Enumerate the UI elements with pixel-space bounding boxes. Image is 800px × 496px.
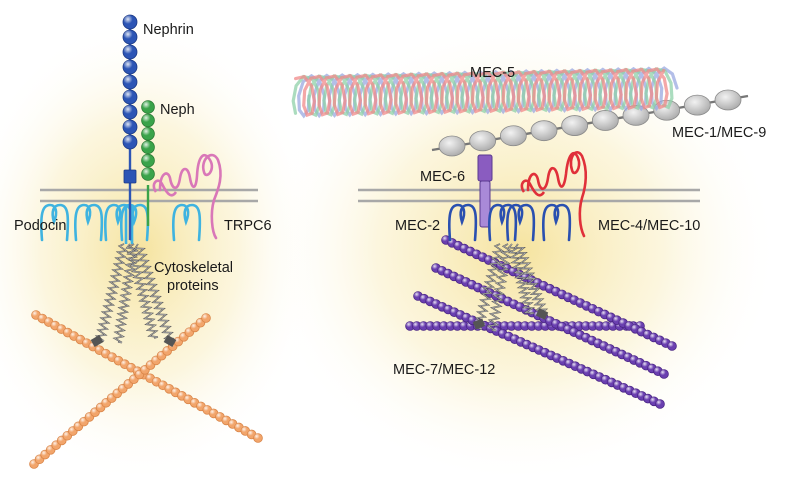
trpc6-channel <box>152 153 222 240</box>
mec2-tether-springs <box>472 243 549 332</box>
spring-anchor <box>163 335 177 347</box>
label-cytoskeletal: Cytoskeletal <box>154 260 233 276</box>
trpc6-loop <box>158 153 222 240</box>
mec2-hairpin <box>487 203 518 242</box>
mec5-strand <box>294 67 669 118</box>
spring-anchor <box>90 335 104 347</box>
mec1-domain <box>438 135 466 157</box>
label-proteins: proteins <box>167 278 219 294</box>
label-nephrin: Nephrin <box>143 22 194 38</box>
mec2-hairpin <box>541 203 572 242</box>
mec4-loop <box>526 150 588 238</box>
mec1-domain <box>499 125 527 147</box>
mec2-hairpin <box>447 203 478 242</box>
mec4-mec10-channel <box>520 150 588 238</box>
neph-protein <box>141 100 155 226</box>
mec6-head <box>477 154 493 182</box>
left-glow <box>0 15 320 485</box>
podocin-hairpin <box>73 203 104 242</box>
mec6-stem <box>479 180 491 228</box>
spring-anchor <box>472 318 486 330</box>
mec1-domain <box>469 130 497 152</box>
mec1-domain <box>591 110 619 131</box>
podocin-hairpin <box>119 203 150 242</box>
spring-anchor <box>535 308 549 320</box>
mec1-domain <box>530 120 558 142</box>
label-mec2: MEC-2 <box>395 218 440 234</box>
label-mec1-mec9: MEC-1/MEC-9 <box>672 125 766 141</box>
label-podocin: Podocin <box>14 218 66 234</box>
mec5-collagen-helix <box>291 66 679 119</box>
mec1-domain <box>714 89 742 111</box>
mec4-loop <box>520 179 546 197</box>
podocin-hairpin <box>171 203 202 242</box>
cytoskeletal-protein-springs <box>90 243 177 347</box>
label-mec4-mec10: MEC-4/MEC-10 <box>598 218 700 234</box>
label-mec7-mec12: MEC-7/MEC-12 <box>393 362 495 378</box>
label-mec6: MEC-6 <box>420 169 465 185</box>
mec1-domain <box>683 94 711 116</box>
podocin-stem <box>124 205 134 244</box>
mec2-proteins <box>447 203 572 242</box>
mec1-mec9-chain <box>431 89 749 157</box>
mec6-protein <box>477 154 493 228</box>
label-neph: Neph <box>160 102 195 118</box>
actin-filaments <box>29 310 263 469</box>
label-trpc6: TRPC6 <box>224 218 272 234</box>
label-mec5: MEC-5 <box>470 65 515 81</box>
trpc6-loop <box>152 179 178 197</box>
nephrin-box <box>123 169 137 184</box>
nephrin-protein <box>122 14 138 240</box>
mec1-domain <box>561 115 589 136</box>
mec1-domain <box>622 104 650 126</box>
podocin-hairpin <box>39 203 70 242</box>
microtubule-filaments <box>405 235 677 409</box>
mec2-hairpin <box>505 203 536 242</box>
